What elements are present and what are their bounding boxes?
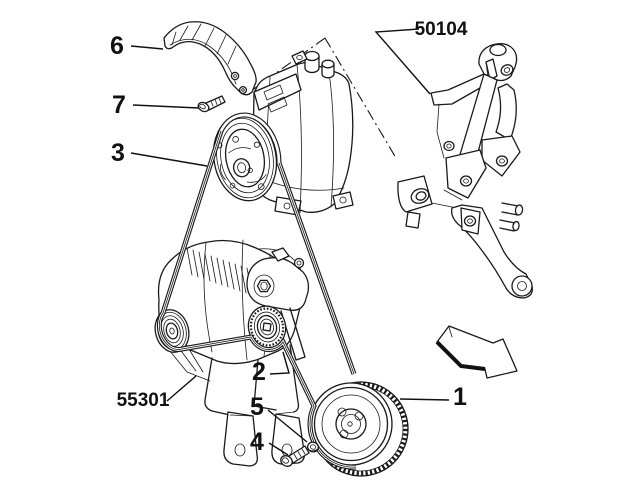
compressor [252,50,354,216]
assembly-reference-dashed-lines [250,37,397,159]
callout-label-55301[interactable]: 55301 [117,390,170,411]
part-belt-tensioner [246,247,310,361]
direction-arrow-icon [435,325,518,379]
callout-label-4[interactable]: 4 [250,428,264,456]
leader-50104 [374,28,431,95]
callout-label-3[interactable]: 3 [111,139,125,167]
part-washer [306,441,320,453]
callout-fixing-bolt[interactable]: 4 [250,428,289,456]
leader-7 [132,104,200,109]
leader-5 [267,409,308,443]
callout-washer[interactable]: 5 [250,393,308,443]
callout-label-6[interactable]: 6 [110,32,124,60]
leader-55301 [166,375,197,402]
callout-label-1[interactable]: 1 [453,383,467,411]
part-crankshaft-pulley [309,381,409,477]
callout-belt-tensioner[interactable]: 2 [252,351,290,386]
leader-1 [399,398,450,401]
callout-mounting-bracket[interactable]: 50104 [374,19,468,95]
leader-6 [130,45,164,50]
compressor-pulley [212,114,278,202]
leader-3 [130,152,208,167]
part-guard-bolt [197,95,226,113]
part-belt-guard [163,21,257,96]
part-mounting-bracket [397,43,533,299]
callout-label-7[interactable]: 7 [112,91,126,119]
leader-2 [269,351,290,375]
part-fixing-bolt [280,445,310,467]
callout-crankshaft-pulley[interactable]: 1 [399,383,467,411]
callout-label-2[interactable]: 2 [252,358,266,386]
callout-alternator[interactable]: 55301 [117,375,197,411]
callout-guard-bolt[interactable]: 7 [112,91,200,119]
callout-belt-guard[interactable]: 6 [110,32,164,60]
part-drive-belt [156,112,357,470]
callout-label-50104[interactable]: 50104 [415,19,468,40]
callout-label-5[interactable]: 5 [250,393,264,421]
leader-4 [268,442,289,456]
callout-drive-belt[interactable]: 3 [111,139,208,167]
